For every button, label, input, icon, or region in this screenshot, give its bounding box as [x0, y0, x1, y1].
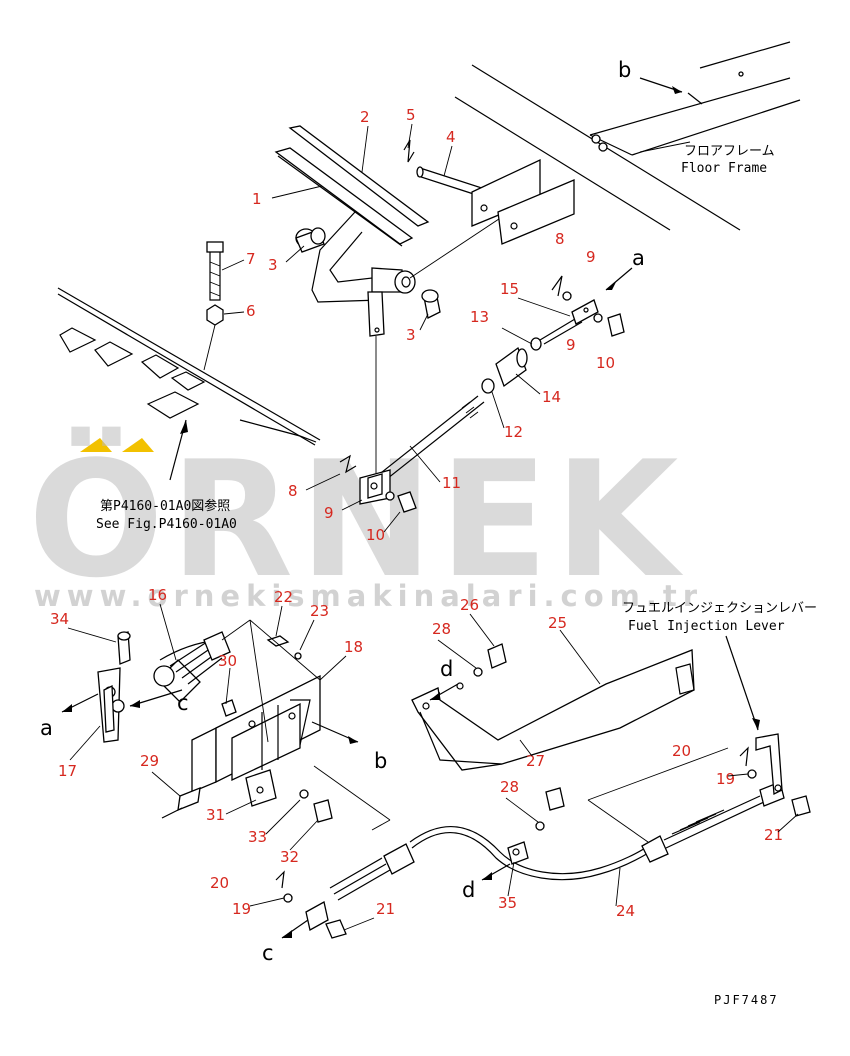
see-fig-label-en: See Fig.P4160-01A0	[96, 517, 237, 532]
letter-b-top: b	[618, 58, 631, 82]
part-label-1: 1	[252, 190, 262, 208]
fuel-lever-label-jp: フュエルインジェクションレバー	[622, 601, 817, 616]
part-label-22: 22	[274, 588, 293, 606]
part-label-11: 11	[442, 474, 461, 492]
part-label-28a: 28	[432, 620, 451, 638]
part-label-26: 26	[460, 596, 479, 614]
watermark-accent-left	[80, 438, 112, 452]
part-label-3b: 3	[406, 326, 416, 344]
part-label-8a: 8	[555, 230, 565, 248]
floor-plate	[57, 287, 321, 481]
part-label-9c: 9	[324, 504, 334, 522]
part-label-33: 33	[248, 828, 267, 846]
part-label-14: 14	[542, 388, 561, 406]
part-label-3a: 3	[268, 256, 278, 274]
floor-frame	[454, 41, 801, 231]
part-label-15: 15	[500, 280, 519, 298]
letter-b-mid: b	[374, 749, 387, 773]
part-label-29: 29	[140, 752, 159, 770]
part-label-31: 31	[206, 806, 225, 824]
part-label-17: 17	[58, 762, 77, 780]
rod-assembly	[339, 267, 633, 513]
part-label-9a: 9	[586, 248, 596, 266]
watermark-url: www.ornekismakinalari.com.tr	[34, 579, 703, 613]
plate-25	[411, 643, 695, 771]
part-label-10b: 10	[366, 526, 385, 544]
cable-24	[275, 746, 811, 939]
letter-d-upper: d	[440, 657, 453, 681]
part-label-30: 30	[218, 652, 237, 670]
letter-d-lower: d	[462, 878, 475, 902]
part-label-9b: 9	[566, 336, 576, 354]
part-label-10a: 10	[596, 354, 615, 372]
lever-17	[61, 631, 131, 743]
fuel-injection-lever	[725, 635, 783, 796]
part-label-7: 7	[246, 250, 256, 268]
letter-a-top: a	[632, 246, 645, 270]
watermark-brand: ÖRNEK	[28, 425, 684, 613]
part-label-5: 5	[406, 106, 416, 124]
leader-lines	[67, 123, 799, 931]
fuel-lever-label-en: Fuel Injection Lever	[628, 619, 785, 634]
notes: フロアフレーム Floor Frame 第P4160-01A0図参照 See F…	[96, 144, 817, 1007]
watermark-accent-right	[122, 438, 154, 452]
reference-letters: b a a c b d d c	[40, 58, 645, 965]
letter-c-lower: c	[262, 941, 274, 965]
part-label-18: 18	[344, 638, 363, 656]
part-label-4: 4	[446, 128, 456, 146]
part-label-21b: 21	[376, 900, 395, 918]
cable-bracket	[129, 619, 391, 831]
part-label-6: 6	[246, 302, 256, 320]
bolt-7-nut-6	[203, 241, 224, 371]
part-label-8b: 8	[288, 482, 298, 500]
part-label-27: 27	[526, 752, 545, 770]
letter-c-mid: c	[177, 691, 189, 715]
part-label-34: 34	[50, 610, 69, 628]
part-label-25: 25	[548, 614, 567, 632]
letter-a-left: a	[40, 716, 53, 740]
part-label-16: 16	[148, 586, 167, 604]
part-label-19a: 19	[716, 770, 735, 788]
part-label-2: 2	[360, 108, 370, 126]
part-label-12: 12	[504, 423, 523, 441]
part-label-32: 32	[280, 848, 299, 866]
floor-frame-label-jp: フロアフレーム	[684, 144, 775, 159]
part-label-19b: 19	[232, 900, 251, 918]
part-label-21a: 21	[764, 826, 783, 844]
see-fig-label-jp: 第P4160-01A0図参照	[100, 498, 230, 514]
part-label-23: 23	[310, 602, 329, 620]
part-label-28b: 28	[500, 778, 519, 796]
drawing-code: PJF7487	[714, 993, 779, 1007]
part-label-20a: 20	[672, 742, 691, 760]
watermark: ÖRNEK www.ornekismakinalari.com.tr	[28, 425, 703, 613]
floor-frame-label-en: Floor Frame	[681, 161, 767, 176]
part-label-35: 35	[498, 894, 517, 912]
part-labels: 1 2 3 3 4 5 6 7 8 9 9 10 8 9 10 11 12 13…	[50, 106, 783, 920]
part-label-20b: 20	[210, 874, 229, 892]
part-label-24: 24	[616, 902, 635, 920]
part-label-13: 13	[470, 308, 489, 326]
